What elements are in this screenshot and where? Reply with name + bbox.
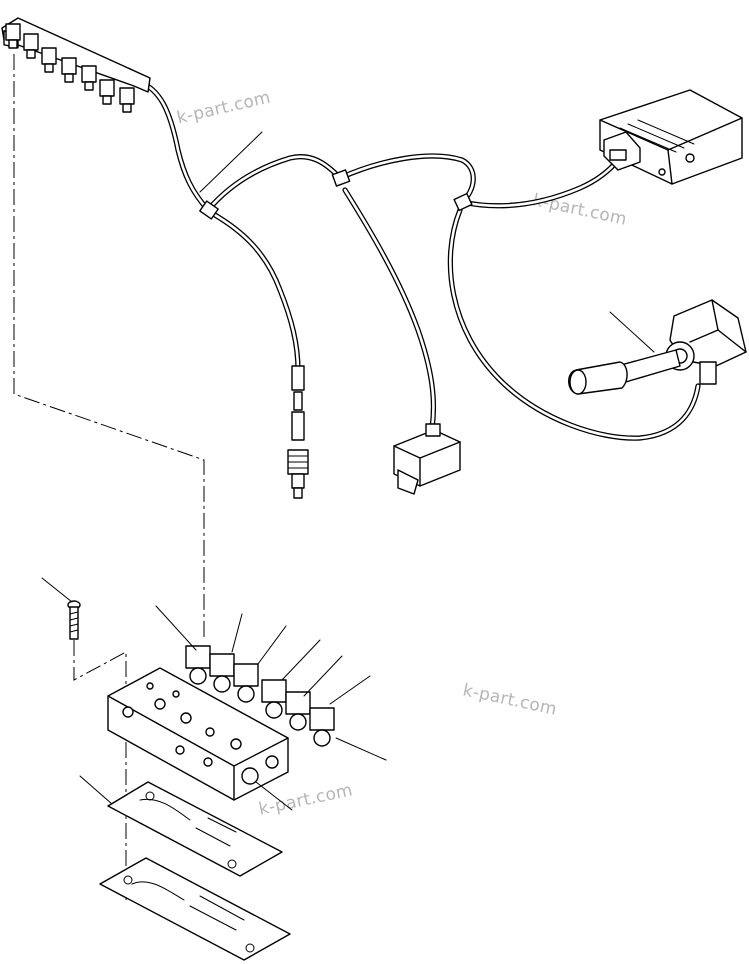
assembly-leader-lines xyxy=(13,54,205,900)
solenoid-1 xyxy=(185,645,211,685)
solenoid-5 xyxy=(285,691,311,731)
solenoid-3 xyxy=(233,663,259,703)
connector-bar xyxy=(1,17,151,113)
solenoid-2 xyxy=(209,653,235,693)
gasket-plate xyxy=(107,781,283,877)
mounting-screw xyxy=(67,600,81,640)
connector-1 xyxy=(5,23,21,49)
sensor-probe xyxy=(287,365,309,499)
junction-clip-3 xyxy=(453,192,473,212)
connector-2 xyxy=(23,33,39,59)
connector-5 xyxy=(81,65,97,91)
solenoid-valves xyxy=(185,645,335,747)
connector-4 xyxy=(61,57,77,83)
solenoid-4 xyxy=(261,679,287,719)
connector-6 xyxy=(99,79,115,105)
valve-block xyxy=(107,667,289,801)
connector-7 xyxy=(119,87,135,113)
base-plate xyxy=(99,857,291,961)
connector-3 xyxy=(41,47,57,73)
solenoid-6 xyxy=(309,707,335,747)
relay-module xyxy=(393,423,461,495)
controller-unit xyxy=(599,89,743,185)
callout-leaders xyxy=(41,131,655,811)
joystick-lever xyxy=(568,299,747,395)
junction-clip-2 xyxy=(331,169,351,187)
wire-harness xyxy=(137,79,701,441)
junction-clip-1 xyxy=(199,200,219,220)
